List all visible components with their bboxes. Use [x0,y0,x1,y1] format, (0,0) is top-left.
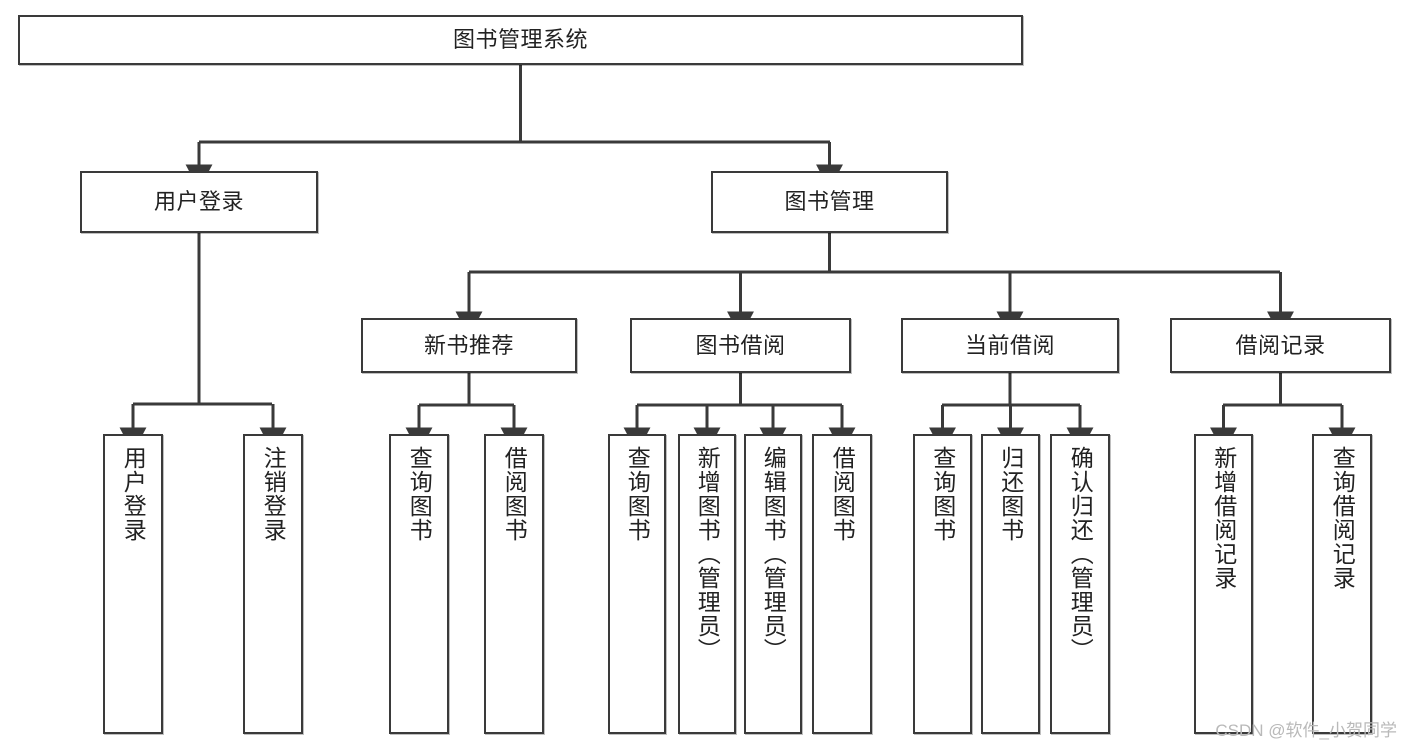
node-borrow[interactable]: 图书借阅 [630,318,851,373]
node-label: 查询图书 [929,446,956,542]
node-label: 确认归还（管理员） [1067,446,1094,662]
node-leaf-bor-edit[interactable]: 编辑图书（管理员） [744,434,802,734]
node-leaf-user-login[interactable]: 用户登录 [103,434,163,734]
node-leaf-bor-query[interactable]: 查询图书 [608,434,666,734]
node-label: 借阅图书 [829,446,856,542]
node-label: 当前借阅 [964,332,1055,358]
node-label: 新书推荐 [423,332,514,358]
node-label: 新增图书（管理员） [694,446,721,662]
node-label: 编辑图书（管理员） [760,446,787,662]
node-label: 注销登录 [260,446,287,542]
node-label: 归还图书 [997,446,1024,542]
node-bookmgmt[interactable]: 图书管理 [711,171,948,233]
node-leaf-user-logout[interactable]: 注销登录 [243,434,303,734]
node-current[interactable]: 当前借阅 [901,318,1119,373]
node-leaf-rec-query[interactable]: 查询借阅记录 [1312,434,1372,734]
node-login[interactable]: 用户登录 [80,171,318,233]
node-leaf-new-borrow[interactable]: 借阅图书 [484,434,544,734]
node-leaf-cur-query[interactable]: 查询图书 [913,434,972,734]
node-label: 查询图书 [624,446,651,542]
node-label: 用户登录 [120,446,147,542]
node-label: 图书管理 [784,189,875,215]
node-newbook[interactable]: 新书推荐 [361,318,577,373]
node-label: 用户登录 [153,189,244,215]
node-label: 查询借阅记录 [1329,446,1356,590]
watermark: CSDN @软件_小贺同学 [1215,721,1397,740]
node-leaf-rec-add[interactable]: 新增借阅记录 [1194,434,1253,734]
node-leaf-bor-borrow[interactable]: 借阅图书 [812,434,872,734]
node-label: 查询图书 [406,446,433,542]
node-leaf-bor-add[interactable]: 新增图书（管理员） [678,434,736,734]
node-leaf-new-query[interactable]: 查询图书 [389,434,449,734]
node-label: 新增借阅记录 [1210,446,1237,590]
node-root[interactable]: 图书管理系统 [18,15,1023,65]
node-label: 图书借阅 [695,332,786,358]
node-leaf-cur-return[interactable]: 归还图书 [981,434,1040,734]
node-leaf-cur-confirm[interactable]: 确认归还（管理员） [1050,434,1110,734]
node-label: 图书管理系统 [452,27,588,53]
node-label: 借阅图书 [501,446,528,542]
node-records[interactable]: 借阅记录 [1170,318,1391,373]
node-label: 借阅记录 [1235,332,1326,358]
